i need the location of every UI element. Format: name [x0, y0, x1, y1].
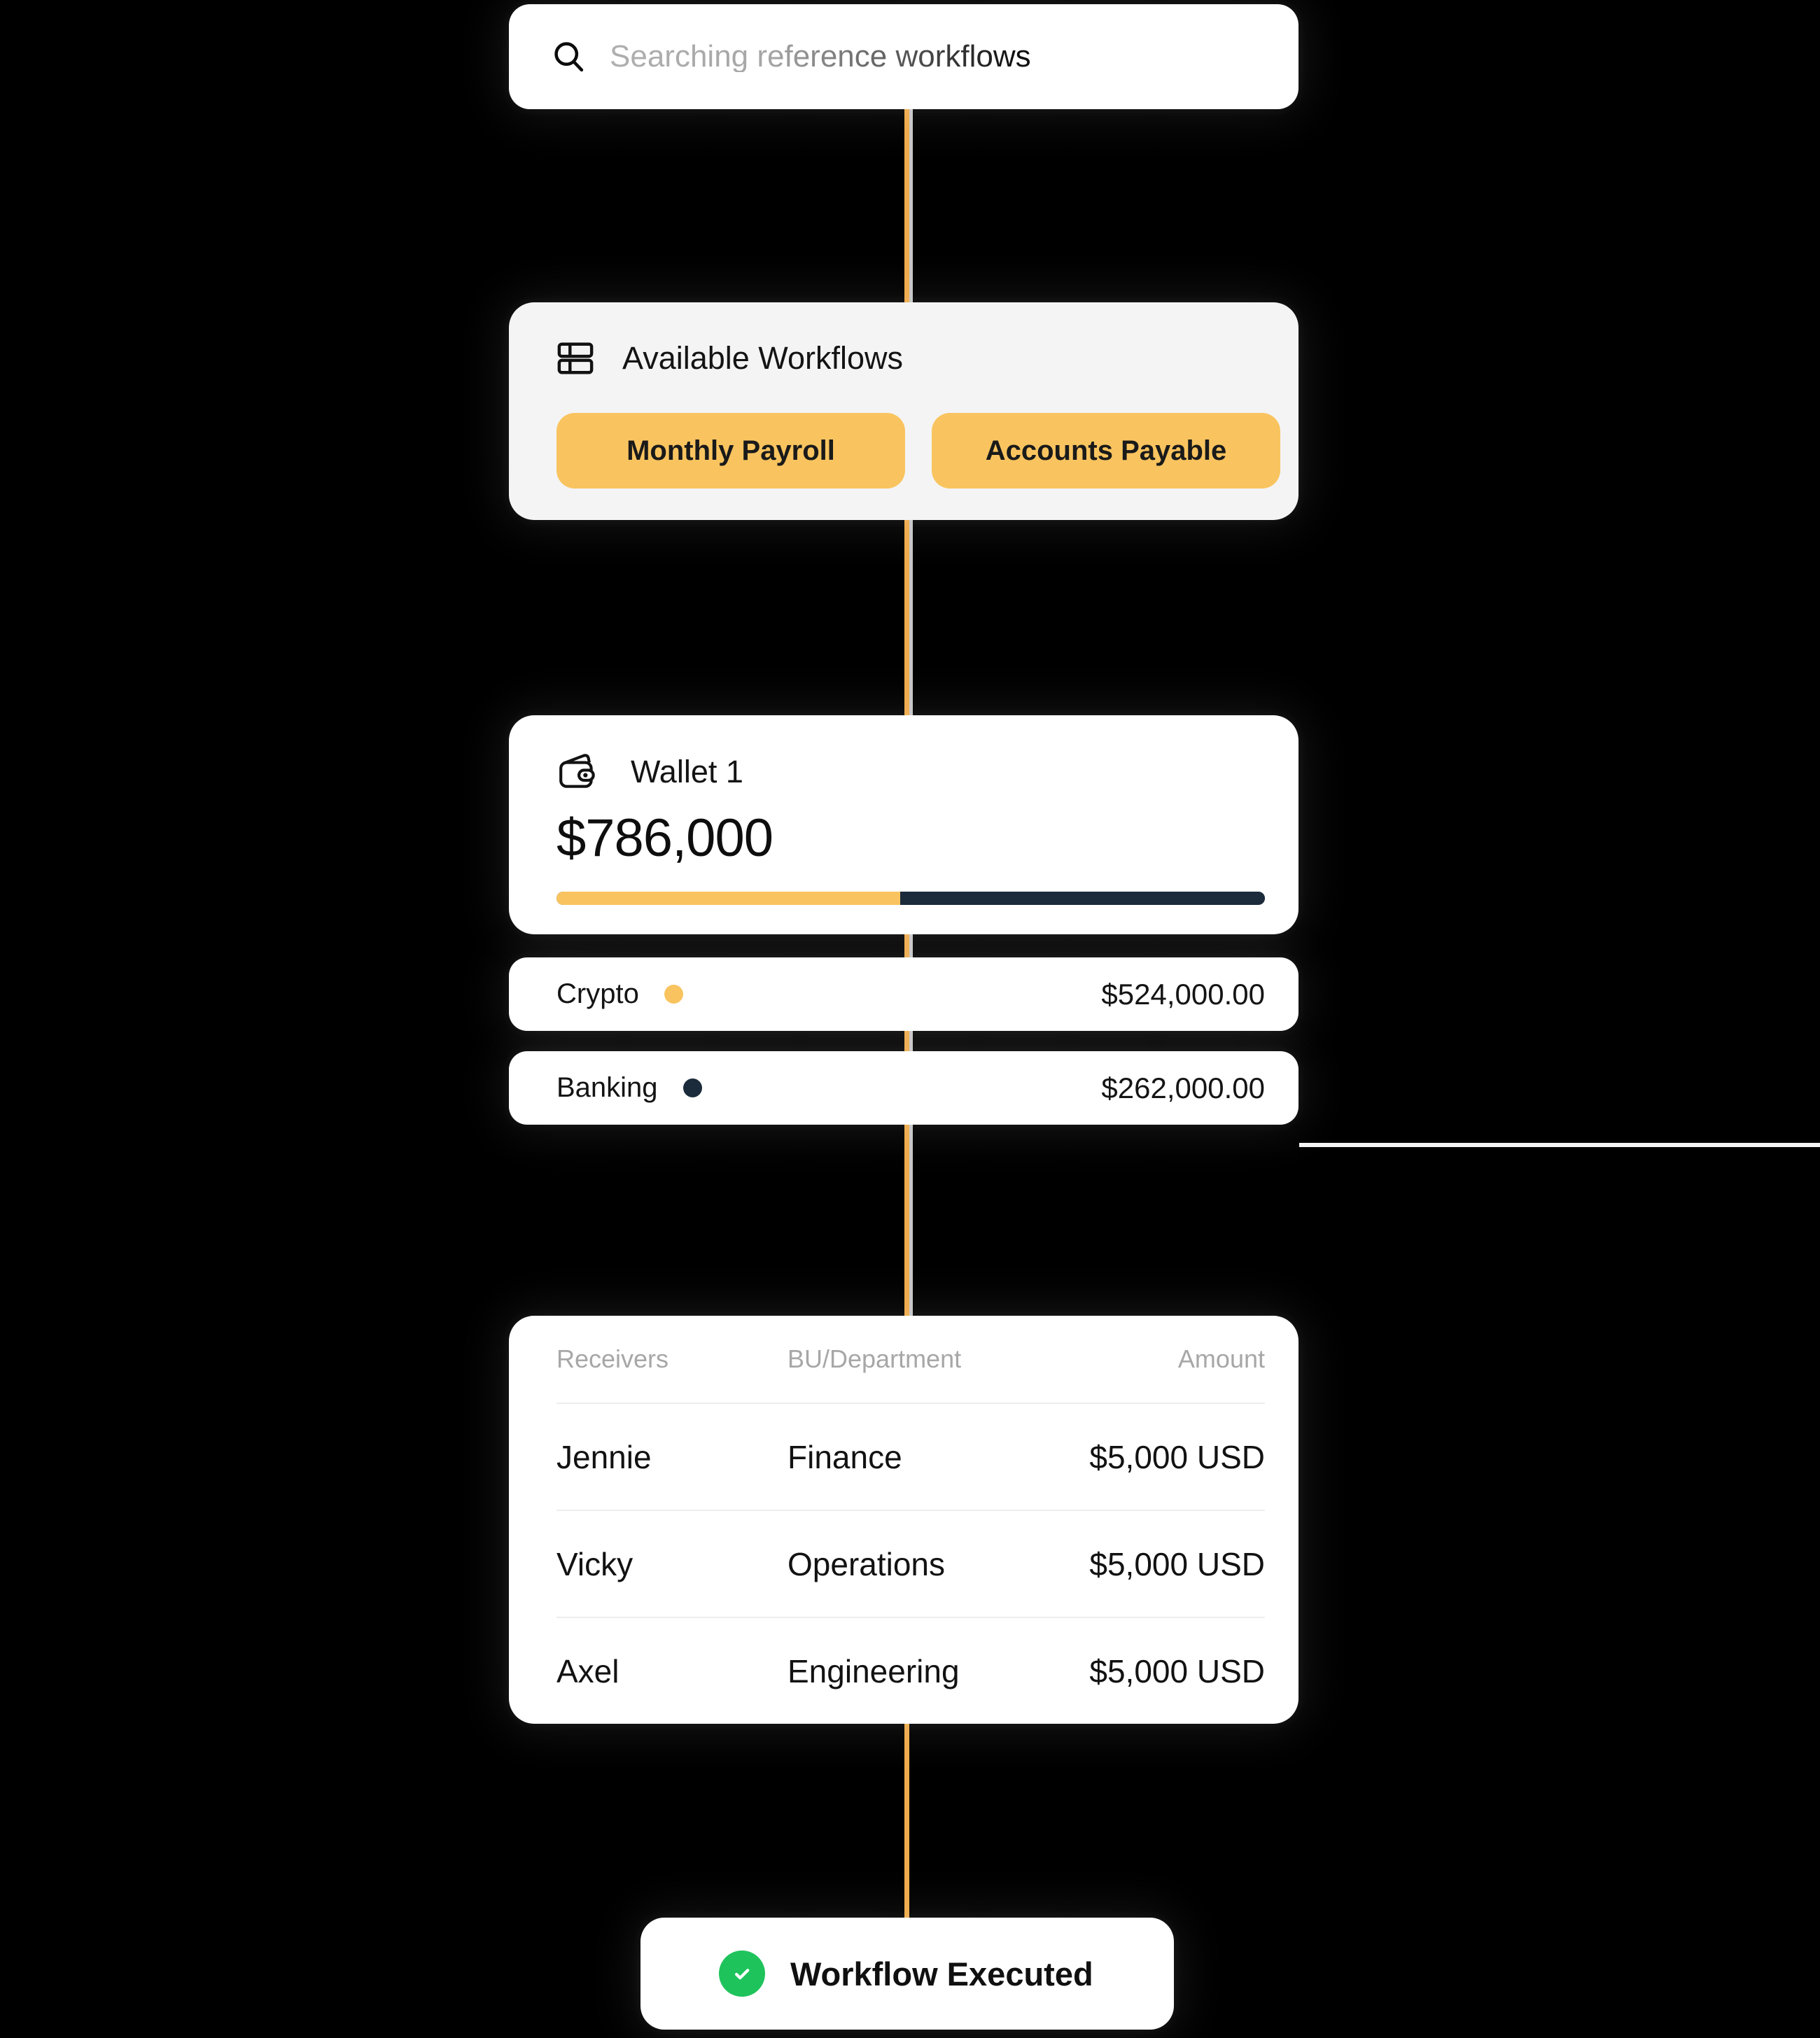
workflows-grid-icon	[557, 342, 594, 374]
table-row: Jennie Finance $5,000 USD	[556, 1403, 1265, 1510]
wallet-balance: $786,000	[556, 808, 774, 868]
monthly-payroll-button[interactable]: Monthly Payroll	[556, 413, 905, 489]
workflow-buttons-row: Monthly Payroll Accounts Payable	[556, 413, 1280, 489]
crypto-amount: $524,000.00	[1101, 977, 1265, 1011]
available-workflows-header: Available Workflows	[556, 339, 1280, 378]
receiver-amount: $5,000 USD	[1089, 1652, 1265, 1689]
available-workflows-card: Available Workflows Monthly Payroll Acco…	[509, 302, 1298, 520]
banking-label: Banking	[556, 1072, 658, 1103]
success-check-icon	[719, 1951, 765, 1997]
receiver-name: Jennie	[556, 1438, 652, 1475]
receivers-table-card: Receivers BU/Department Amount Jennie Fi…	[509, 1316, 1298, 1724]
banking-row: Banking $262,000.00	[509, 1051, 1298, 1125]
table-header-department: BU/Department	[788, 1344, 962, 1373]
receiver-name: Axel	[556, 1652, 620, 1689]
search-bar[interactable]: Searching reference workflows	[509, 4, 1298, 109]
receiver-department: Finance	[788, 1438, 902, 1475]
table-row: Axel Engineering $5,000 USD	[556, 1617, 1265, 1724]
banking-amount: $262,000.00	[1101, 1071, 1265, 1104]
workflow-executed-label: Workflow Executed	[790, 1955, 1093, 1993]
branch-line	[1299, 1143, 1820, 1147]
table-header-receivers: Receivers	[556, 1344, 669, 1373]
receiver-department: Engineering	[788, 1652, 960, 1689]
receiver-amount: $5,000 USD	[1089, 1545, 1265, 1582]
accounts-payable-button[interactable]: Accounts Payable	[932, 413, 1280, 489]
search-input[interactable]: Searching reference workflows	[610, 39, 1031, 73]
table-header-row: Receivers BU/Department Amount	[556, 1316, 1265, 1403]
wallet-title: Wallet 1	[631, 754, 743, 789]
table-row: Vicky Operations $5,000 USD	[556, 1510, 1265, 1617]
table-header-amount: Amount	[1177, 1344, 1265, 1373]
receiver-department: Operations	[788, 1545, 946, 1582]
available-workflows-title: Available Workflows	[622, 340, 904, 376]
wallet-bar-banking-segment	[899, 892, 1265, 905]
wallet-icon	[559, 754, 595, 788]
crypto-dot-icon	[664, 985, 683, 1004]
wallet-header: Wallet 1	[556, 750, 1265, 794]
receiver-amount: $5,000 USD	[1089, 1438, 1265, 1475]
receiver-name: Vicky	[556, 1545, 634, 1582]
banking-dot-icon	[682, 1078, 702, 1097]
wallet-card: Wallet 1 $786,000	[509, 715, 1298, 934]
crypto-row: Crypto $524,000.00	[509, 957, 1298, 1031]
workflow-executed-card: Workflow Executed	[640, 1918, 1174, 2030]
wallet-bar-crypto-segment	[556, 892, 900, 905]
wallet-allocation-bar	[556, 892, 1265, 905]
search-icon	[554, 42, 584, 72]
crypto-label: Crypto	[556, 978, 639, 1009]
